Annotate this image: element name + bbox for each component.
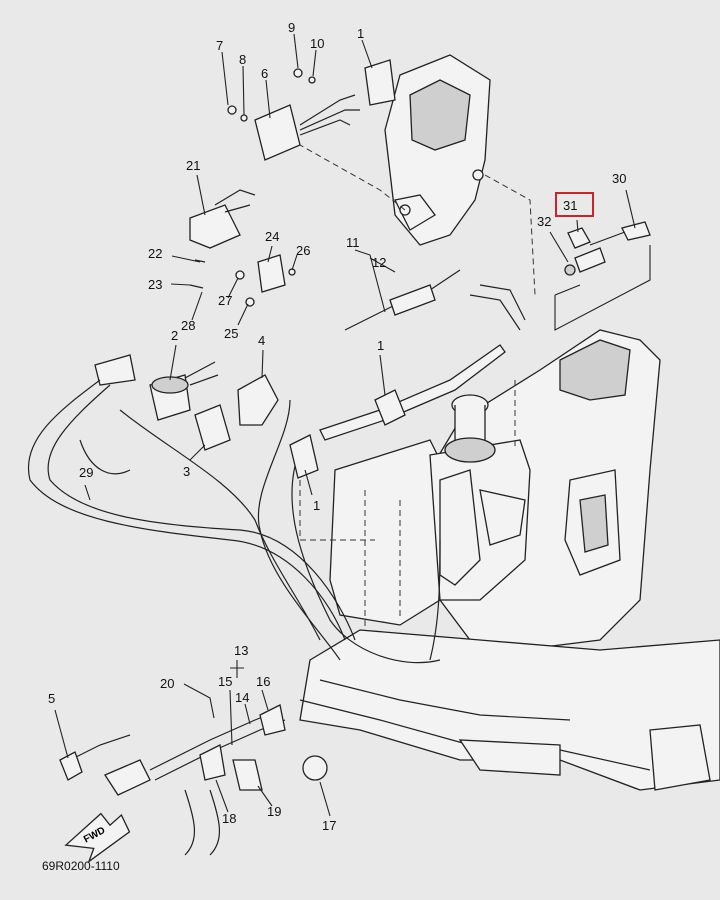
callout-2: 2 [171,328,178,343]
callout-11: 11 [346,235,360,250]
callout-13: 13 [234,643,248,658]
callout-29: 29 [79,465,93,480]
forward-arrow [64,812,131,864]
detail-box [554,245,651,331]
callout-23: 23 [148,277,162,292]
callout-24: 24 [265,229,279,244]
callout-19: 19 [267,804,281,819]
main-harness [289,269,526,479]
callout-31-highlighted[interactable]: 31 [563,198,577,213]
callout-7: 7 [216,38,223,53]
callout-22: 22 [148,246,162,261]
callout-9: 9 [288,20,295,35]
starter-relay [189,189,296,307]
callout-15: 15 [218,674,232,689]
callout-32: 32 [537,214,551,229]
leader-lines [54,33,636,817]
callout-5: 5 [48,691,55,706]
highlight-box [555,192,594,217]
callout-1: 1 [313,498,320,513]
callout-labels: 1 1 1 7 8 6 9 10 21 24 26 22 23 27 25 28… [48,20,626,833]
callout-6: 6 [261,66,268,81]
callout-4: 4 [258,333,265,348]
engine-block [299,329,661,651]
reference-code: 69R0200-1110 [42,859,120,873]
callout-27: 27 [218,293,232,308]
callout-25: 25 [224,326,238,341]
callout-26: 26 [296,243,310,258]
callout-1: 1 [357,26,364,41]
callout-30: 30 [612,171,626,186]
callout-14: 14 [235,690,249,705]
wiring-harness [27,379,441,664]
callout-28: 28 [181,318,195,333]
callout-12: 12 [372,255,386,270]
callout-3: 3 [183,464,190,479]
callout-20: 20 [160,676,174,691]
rectifier-regulator [227,59,396,161]
mounting-bracket [299,54,536,296]
ignition-coil [94,354,279,451]
battery-cables [59,704,328,856]
callout-17: 17 [322,818,336,833]
callout-16: 16 [256,674,270,689]
callout-8: 8 [239,52,246,67]
callout-10: 10 [310,36,324,51]
callout-18: 18 [222,811,236,826]
lower-cowling [299,629,720,791]
callout-1: 1 [377,338,384,353]
callout-21: 21 [186,158,200,173]
